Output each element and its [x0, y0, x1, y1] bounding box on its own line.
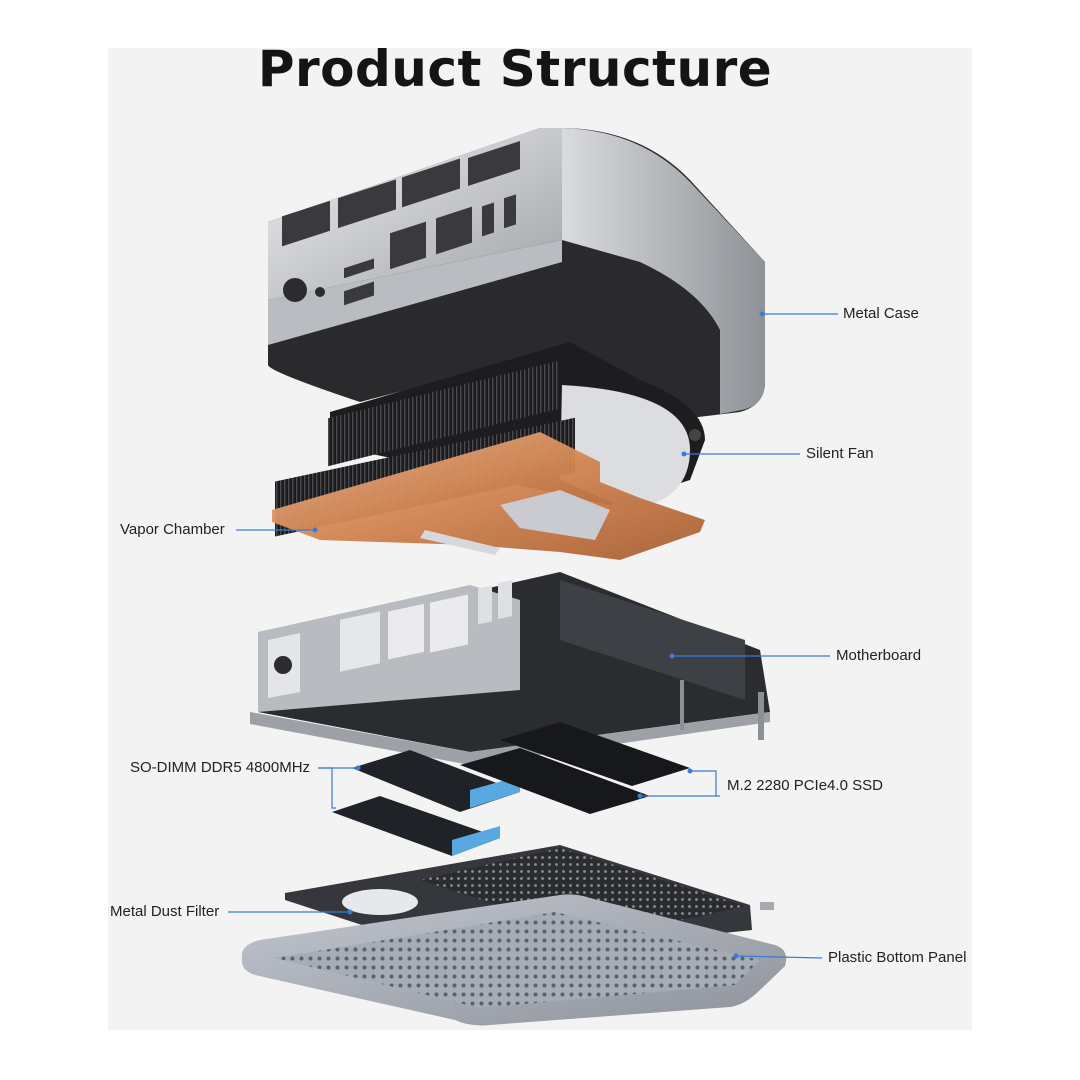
callout-memory — [318, 767, 336, 809]
label-dust-filter: Metal Dust Filter — [110, 903, 220, 920]
callout-ssd — [690, 770, 720, 797]
plastic-bottom-panel — [241, 894, 787, 1026]
label-ssd: M.2 2280 PCIe4.0 SSD — [727, 777, 883, 794]
label-memory: SO-DIMM DDR5 4800MHz — [130, 759, 311, 776]
motherboard — [250, 572, 770, 765]
callout-lines — [228, 313, 838, 959]
callout-bottom-panel — [735, 955, 823, 959]
label-silent-fan: Silent Fan — [806, 445, 874, 462]
metal-case — [268, 128, 765, 418]
label-motherboard: Motherboard — [836, 647, 922, 664]
label-metal-case: Metal Case — [843, 305, 919, 322]
ssd-modules — [460, 722, 690, 814]
label-vapor-chamber: Vapor Chamber — [120, 521, 225, 538]
label-bottom-panel: Plastic Bottom Panel — [828, 949, 967, 966]
vapor-chamber — [272, 417, 705, 560]
callout-dots — [312, 311, 765, 959]
ram-modules — [332, 750, 520, 856]
page-title: Product Structure — [257, 40, 773, 98]
